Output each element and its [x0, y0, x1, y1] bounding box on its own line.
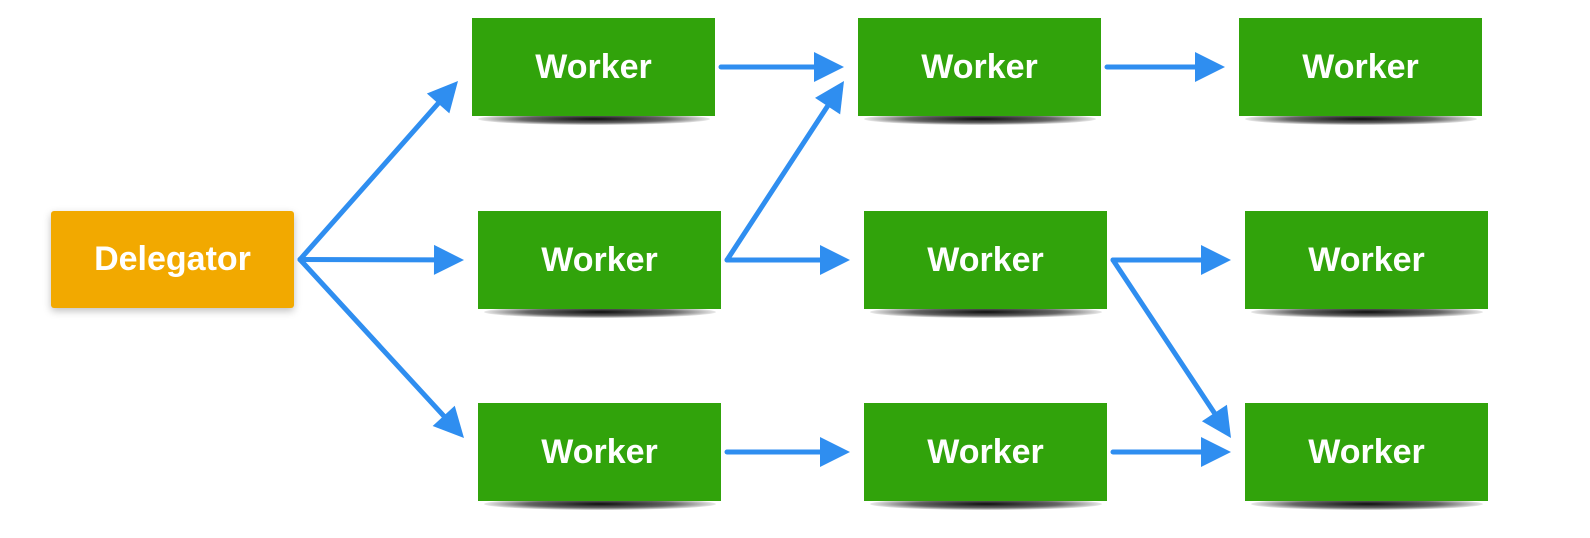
arrow-line — [1110, 257, 1220, 419]
worker-label: Worker — [1302, 47, 1419, 86]
worker-shadow — [478, 113, 710, 125]
worker-label: Worker — [927, 240, 1044, 279]
worker-node: Worker — [1245, 403, 1488, 501]
arrow-head — [820, 437, 850, 467]
arrow-head — [814, 52, 844, 82]
arrow-head — [433, 244, 464, 275]
delegator-node: Delegator — [51, 211, 294, 308]
arrow-line — [724, 100, 833, 263]
worker-shadow — [864, 113, 1096, 125]
arrow-line — [297, 97, 444, 262]
arrow-head — [426, 81, 458, 114]
arrow-head — [1195, 52, 1225, 82]
worker-shadow — [1251, 498, 1483, 510]
worker-label: Worker — [927, 432, 1044, 471]
worker-shadow — [484, 498, 716, 510]
arrow-head — [1201, 245, 1231, 275]
worker-shadow — [870, 306, 1102, 318]
worker-label: Worker — [1308, 240, 1425, 279]
worker-shadow — [1245, 113, 1477, 125]
arrow-line — [297, 257, 449, 422]
worker-node: Worker — [858, 18, 1101, 116]
arrow-head — [820, 245, 850, 275]
worker-node: Worker — [478, 211, 721, 309]
worker-shadow — [484, 306, 716, 318]
worker-label: Worker — [921, 47, 1038, 86]
worker-node: Worker — [864, 403, 1107, 501]
arrow-head — [432, 405, 464, 438]
worker-label: Worker — [535, 47, 652, 86]
worker-label: Worker — [1308, 432, 1425, 471]
worker-label: Worker — [541, 432, 658, 471]
worker-node: Worker — [864, 211, 1107, 309]
delegator-label: Delegator — [94, 240, 251, 278]
arrow-head — [815, 81, 844, 115]
worker-node: Worker — [1239, 18, 1482, 116]
worker-node: Worker — [478, 403, 721, 501]
worker-label: Worker — [541, 240, 658, 279]
worker-node: Worker — [472, 18, 715, 116]
worker-node: Worker — [1245, 211, 1488, 309]
worker-shadow — [870, 498, 1102, 510]
arrow-head — [1201, 437, 1231, 467]
worker-shadow — [1251, 306, 1483, 318]
arrow-head — [1201, 404, 1231, 438]
